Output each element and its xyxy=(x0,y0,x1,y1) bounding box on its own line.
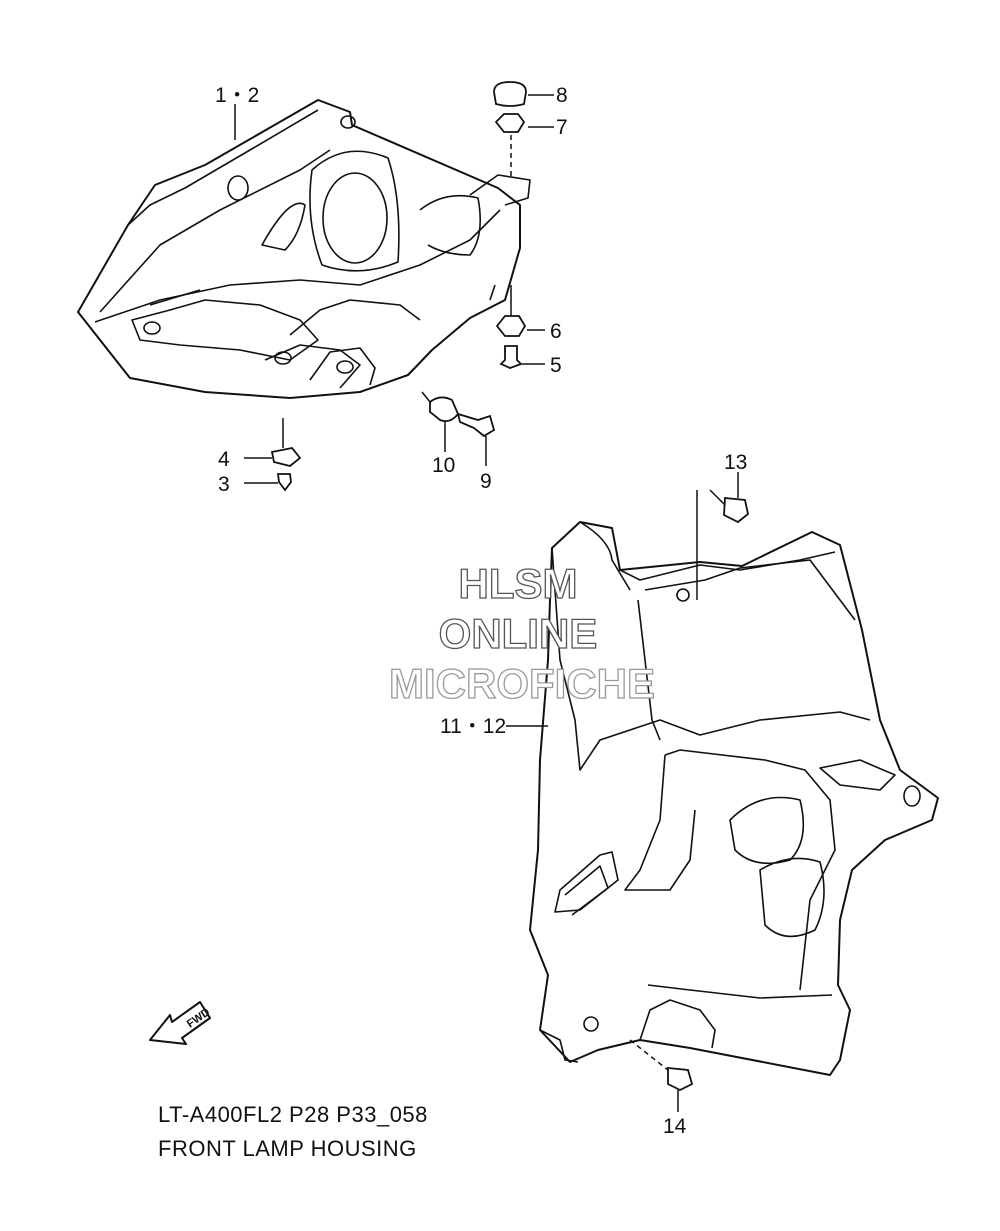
watermark-line-2: ONLINE xyxy=(439,610,598,657)
hardware-upper xyxy=(270,81,527,492)
diagram-title: FRONT LAMP HOUSING xyxy=(158,1136,417,1161)
leader-lines-upper xyxy=(234,94,554,484)
callout-5: 5 xyxy=(550,354,562,377)
watermark-line-1: HLSM xyxy=(459,560,578,607)
callout-11-12: 11・12 xyxy=(440,715,506,738)
lamp-housing-part xyxy=(77,99,531,399)
callout-4: 4 xyxy=(218,448,230,471)
callout-7: 7 xyxy=(556,116,568,139)
diagram-code: LT-A400FL2 P28 P33_058 xyxy=(158,1102,428,1127)
callouts: 1・2 8 7 6 5 4 3 10 9 13 11・12 14 xyxy=(215,84,747,1138)
callout-14: 14 xyxy=(663,1115,687,1138)
callout-8: 8 xyxy=(556,84,568,107)
callout-13: 13 xyxy=(724,451,747,474)
callout-1-2: 1・2 xyxy=(215,84,259,107)
watermark-line-3: MICROFICHE xyxy=(389,660,655,707)
leader-lines-lower xyxy=(506,472,739,1112)
callout-10: 10 xyxy=(432,454,455,477)
watermark: HLSM ONLINE MICROFICHE xyxy=(388,559,655,707)
callout-3: 3 xyxy=(218,473,230,496)
fwd-arrow-icon: FWD xyxy=(149,1001,212,1045)
callout-9: 9 xyxy=(480,470,492,493)
hardware-lower xyxy=(629,489,749,1092)
callout-6: 6 xyxy=(550,320,562,343)
inner-panel-part xyxy=(529,521,939,1076)
